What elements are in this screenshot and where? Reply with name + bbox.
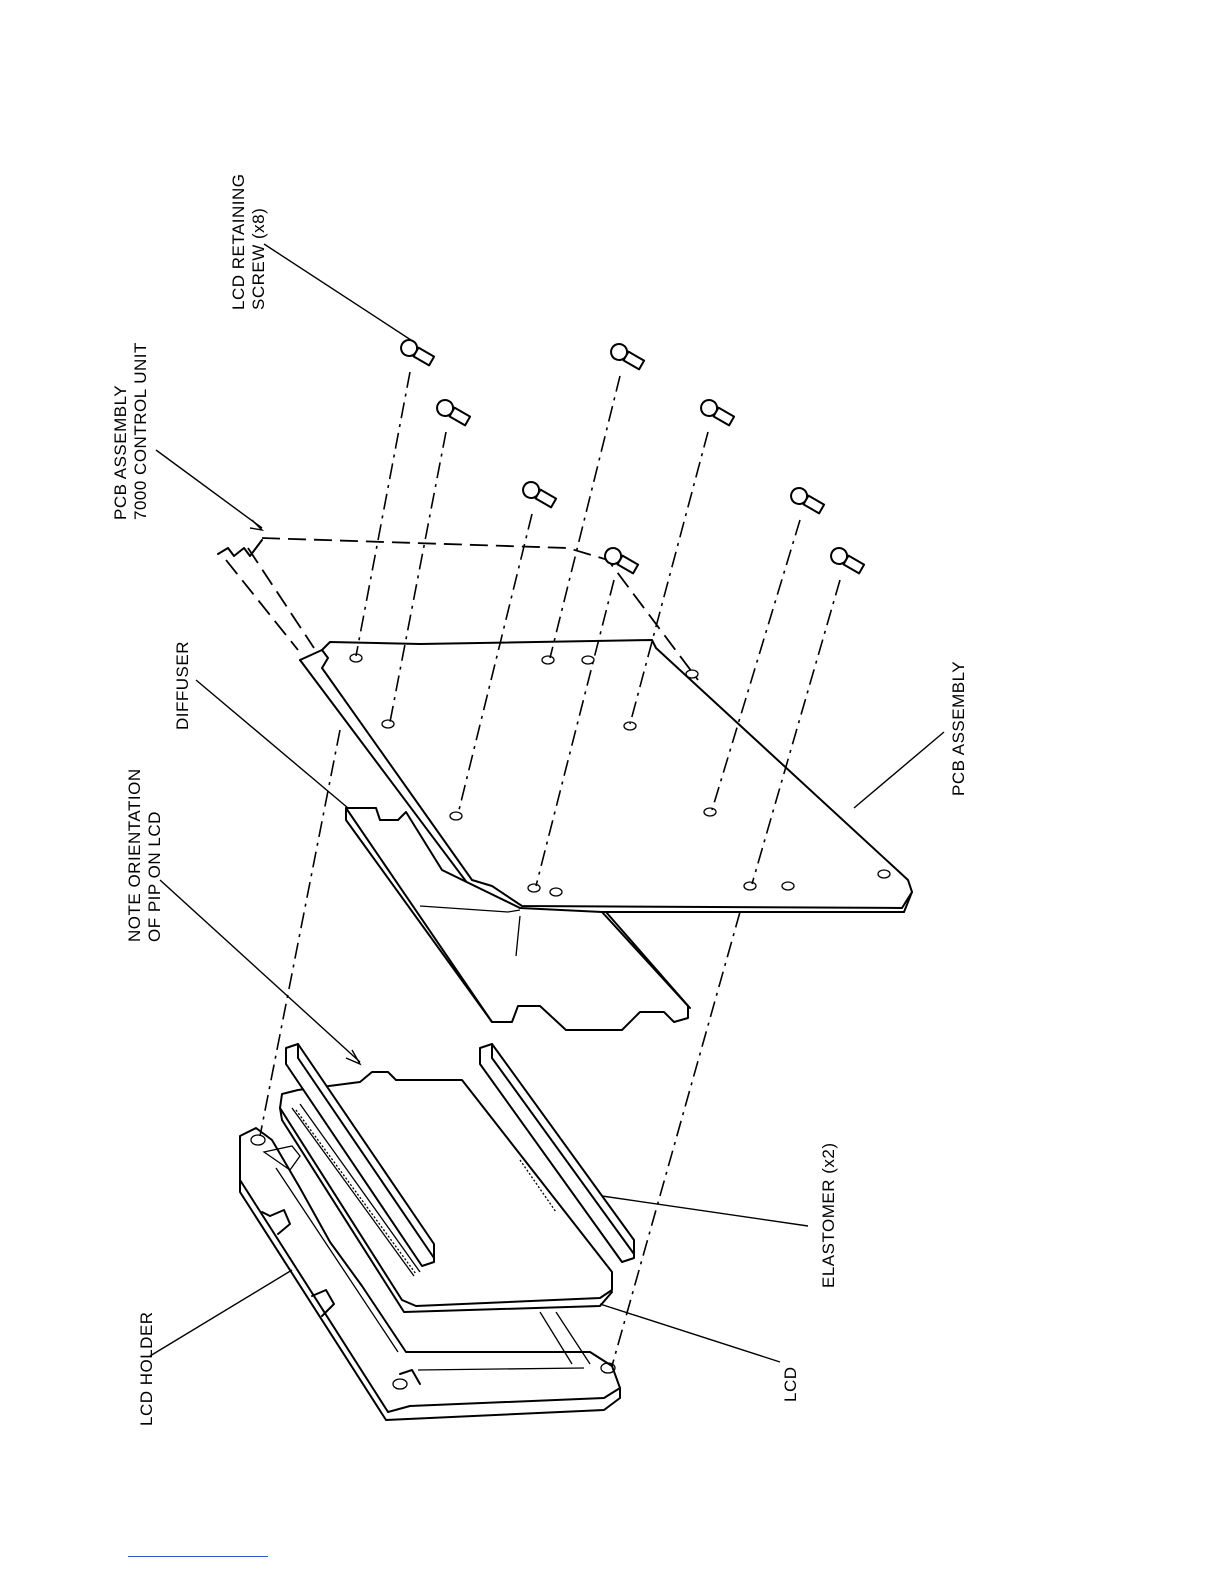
callout-lcd-retaining-screw: LCD RETAINING SCREW (x8) [229,173,268,310]
lcd-retaining-screw-label-line2: SCREW (x8) [249,208,268,310]
diffuser-label: DIFFUSER [173,641,192,730]
screw-5 [698,397,735,428]
pcb-control-unit-label-line1: PCB ASSEMBLY [111,385,130,520]
screw-7 [788,485,825,516]
screw-2 [434,397,471,428]
lcd-label: LCD [781,1366,800,1402]
lcd-retaining-screw-label-line1: LCD RETAINING [229,173,248,310]
screw-3 [520,479,557,510]
screw-8 [828,545,865,576]
note-pip-label-line2: OF PIP ON LCD [145,811,164,942]
callout-pcb-control-unit: PCB ASSEMBLY 7000 CONTROL UNIT [111,342,150,520]
callout-note-pip: NOTE ORIENTATION OF PIP ON LCD [125,768,164,942]
elastomer-label: ELASTOMER (x2) [819,1142,838,1288]
screws [398,337,865,576]
pcb-control-unit-label-line2: 7000 CONTROL UNIT [131,342,150,520]
pcb-assembly-label: PCB ASSEMBLY [949,661,968,796]
screw-4 [608,341,645,372]
note-pip-label-line1: NOTE ORIENTATION [125,768,144,942]
footer-rule [128,1556,268,1557]
screw-1 [398,337,435,368]
lcd-holder-label: LCD HOLDER [137,1311,156,1426]
screw-6 [602,545,639,576]
